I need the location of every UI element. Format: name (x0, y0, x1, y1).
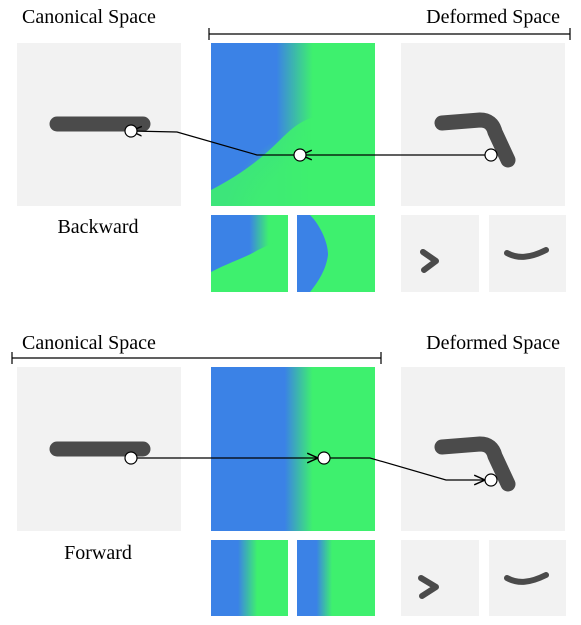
backward-thumb-b-stroke (504, 247, 549, 260)
forward-field-large (211, 367, 375, 531)
forward-thumb-b-stroke (504, 572, 549, 585)
backward-field-point (293, 148, 307, 162)
forward-field-small-b (297, 540, 375, 616)
backward-mode-label: Backward (57, 216, 138, 238)
forward-canonical-point (124, 451, 138, 465)
forward-deformed-point (484, 473, 498, 487)
backward-deformed-point (484, 148, 498, 162)
forward-field-point (317, 451, 331, 465)
backward-canonical-point (124, 124, 138, 138)
backward-canonical-label: Canonical Space (22, 6, 156, 28)
forward-deformed-thumb-a (401, 540, 479, 616)
backward-deformed-label: Deformed Space (426, 6, 560, 28)
forward-field-small-a (211, 540, 288, 616)
forward-arrow-field-to-deformed (325, 457, 485, 480)
forward-deformed-stroke (434, 436, 516, 492)
backward-field-large (211, 43, 375, 206)
forward-canonical-bracket (11, 352, 382, 364)
forward-panel: Canonical Space Deformed Space Forward (11, 332, 566, 616)
backward-field-small-b (297, 215, 375, 292)
forward-canonical-label: Canonical Space (22, 332, 156, 354)
backward-thumb-a-stroke (420, 249, 439, 273)
backward-deformed-stroke (434, 112, 516, 168)
forward-mode-label: Forward (64, 542, 132, 564)
forward-deformed-thumb-b (489, 540, 566, 616)
forward-thumb-a-stroke (418, 575, 439, 599)
backward-panel: Canonical Space Deformed Space (17, 6, 571, 292)
backward-deformed-bracket (208, 28, 571, 40)
forward-deformed-label: Deformed Space (426, 332, 560, 354)
backward-field-small-a (211, 215, 288, 292)
backward-deformed-thumb-a (401, 215, 479, 292)
backward-arrow-field-to-canonical (131, 131, 300, 156)
